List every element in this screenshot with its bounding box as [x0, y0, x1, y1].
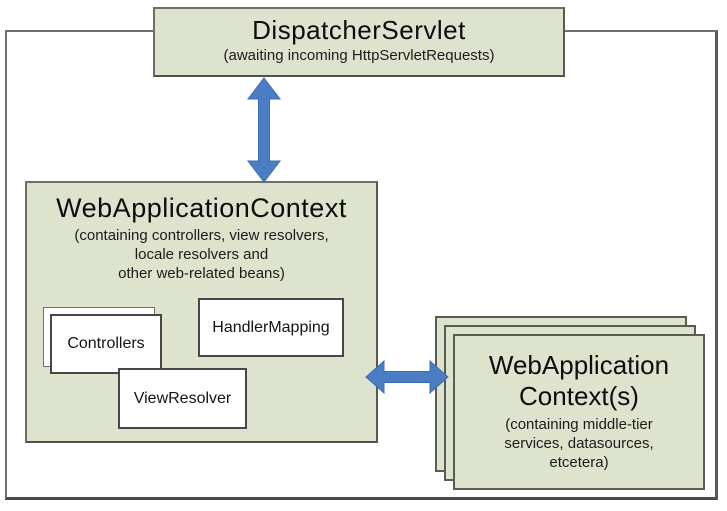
web-application-contexts-box: WebApplication Context(s) (containing mi…	[453, 334, 705, 490]
view-resolver-box: ViewResolver	[118, 368, 247, 429]
handler-mapping-box: HandlerMapping	[198, 298, 344, 357]
controllers-label: Controllers	[67, 335, 145, 352]
subtitle-line: services, datasources,	[504, 435, 654, 452]
title-line: Context(s)	[519, 381, 639, 411]
web-application-context-title: WebApplicationContext	[56, 193, 347, 223]
web-application-context-subtitle: (containing controllers, view resolvers,…	[27, 226, 376, 283]
subtitle-line: other web-related beans)	[118, 265, 285, 282]
title-line: WebApplication	[488, 350, 670, 380]
subtitle-line: etcetera)	[549, 454, 609, 471]
dispatcher-servlet-subtitle: (awaiting incoming HttpServletRequests)	[223, 47, 495, 64]
handler-mapping-label: HandlerMapping	[212, 318, 330, 336]
dispatcher-servlet-box: DispatcherServlet (awaiting incoming Htt…	[153, 7, 565, 77]
web-application-contexts-title: WebApplication Context(s)	[455, 350, 703, 412]
dispatcher-servlet-title: DispatcherServlet	[252, 15, 466, 45]
subtitle-line: (containing controllers, view resolvers,	[74, 227, 329, 244]
web-application-contexts-subtitle: (containing middle-tier services, dataso…	[455, 415, 703, 472]
double-arrow-horizontal-icon	[365, 359, 449, 395]
web-application-context-box: WebApplicationContext (containing contro…	[25, 181, 378, 443]
double-arrow-vertical-icon	[246, 77, 282, 183]
web-application-contexts-stack: WebApplication Context(s) (containing mi…	[435, 316, 707, 492]
view-resolver-label: ViewResolver	[133, 389, 232, 407]
subtitle-line: locale resolvers and	[134, 246, 269, 263]
subtitle-line: (containing middle-tier	[505, 416, 653, 433]
controllers-box: Controllers	[50, 314, 162, 374]
